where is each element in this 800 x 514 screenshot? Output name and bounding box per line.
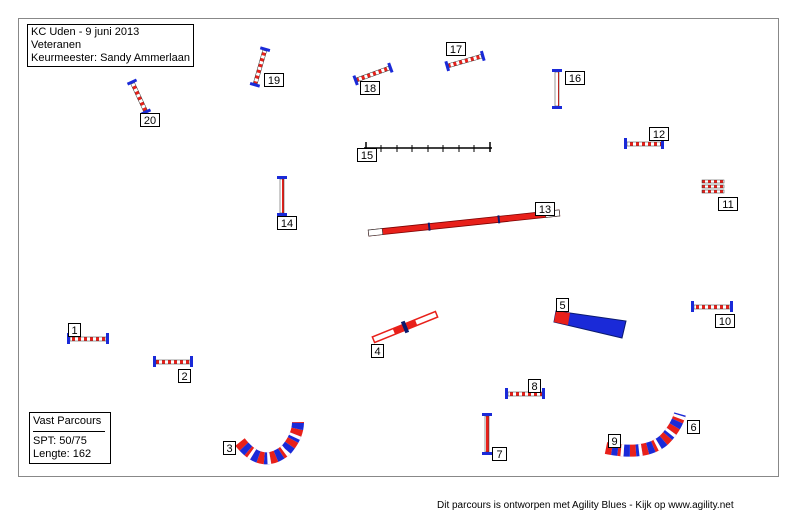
jump-7 [482, 413, 492, 455]
label-9: 9 [608, 434, 621, 448]
label-12-text: 12 [653, 129, 665, 141]
label-5: 5 [556, 298, 569, 312]
label-18: 18 [360, 81, 380, 95]
course-type: Vast Parcours [33, 415, 102, 427]
course-info-box: Vast Parcours SPT: 50/75 Lengte: 162 [29, 412, 111, 464]
course-length: Lengte: 162 [33, 448, 92, 460]
label-2-text: 2 [181, 371, 187, 383]
label-11: 11 [718, 197, 738, 211]
label-20-text: 20 [144, 115, 156, 127]
label-6-text: 6 [690, 422, 696, 434]
label-5-text: 5 [559, 300, 565, 312]
jump-1 [67, 333, 109, 344]
judge-name: Keurmeester: Sandy Ammerlaan [31, 52, 190, 64]
label-8-text: 8 [531, 381, 537, 393]
label-14-text: 14 [281, 218, 293, 230]
label-3: 3 [223, 441, 236, 455]
label-4: 4 [371, 344, 384, 358]
label-6: 6 [687, 420, 700, 434]
label-14: 14 [277, 216, 297, 230]
double-jump-11 [701, 179, 725, 194]
label-19-text: 19 [268, 75, 280, 87]
label-3-text: 3 [226, 443, 232, 455]
label-13: 13 [535, 202, 555, 216]
label-18-text: 18 [364, 83, 376, 95]
label-9-text: 9 [611, 436, 617, 448]
label-8: 8 [528, 379, 541, 393]
jump-10 [691, 301, 733, 312]
label-16-text: 16 [569, 73, 581, 85]
chute-5 [553, 310, 627, 339]
label-10-text: 10 [719, 316, 731, 328]
jump-16 [552, 69, 562, 109]
weave-poles-15 [364, 142, 492, 152]
label-12: 12 [649, 127, 669, 141]
jump-19 [249, 46, 271, 88]
jump-8 [505, 388, 545, 399]
event-title: KC Uden - 9 juni 2013 [31, 26, 140, 38]
tunnel-6 [604, 412, 686, 457]
seesaw-4 [371, 310, 439, 344]
label-2: 2 [178, 369, 191, 383]
label-11-text: 11 [722, 199, 733, 211]
jump-12 [624, 138, 664, 149]
jump-17 [444, 50, 486, 72]
label-20: 20 [140, 113, 160, 127]
label-19: 19 [264, 73, 284, 87]
label-1: 1 [68, 323, 81, 337]
label-7: 7 [492, 447, 507, 461]
dogwalk-13 [367, 209, 561, 237]
jump-18 [352, 62, 394, 86]
header-box: KC Uden - 9 juni 2013 Veteranen Keurmees… [27, 24, 194, 67]
label-4-text: 4 [374, 346, 380, 358]
spt-value: SPT: 50/75 [33, 435, 87, 447]
tunnel-3 [235, 421, 304, 465]
label-15: 15 [357, 148, 377, 162]
label-1-text: 1 [71, 325, 77, 337]
label-17: 17 [446, 42, 466, 56]
jump-2 [153, 356, 193, 367]
label-7-text: 7 [496, 449, 502, 461]
label-16: 16 [565, 71, 585, 85]
label-15-text: 15 [361, 150, 373, 162]
label-17-text: 17 [450, 44, 462, 56]
info-divider [33, 431, 105, 432]
jump-20 [126, 78, 152, 116]
footer-credit: Dit parcours is ontworpen met Agility Bl… [437, 500, 734, 511]
label-13-text: 13 [539, 204, 551, 216]
label-10: 10 [715, 314, 735, 328]
field-border [18, 18, 779, 477]
class-name: Veteranen [31, 39, 82, 51]
jump-14 [277, 176, 287, 216]
